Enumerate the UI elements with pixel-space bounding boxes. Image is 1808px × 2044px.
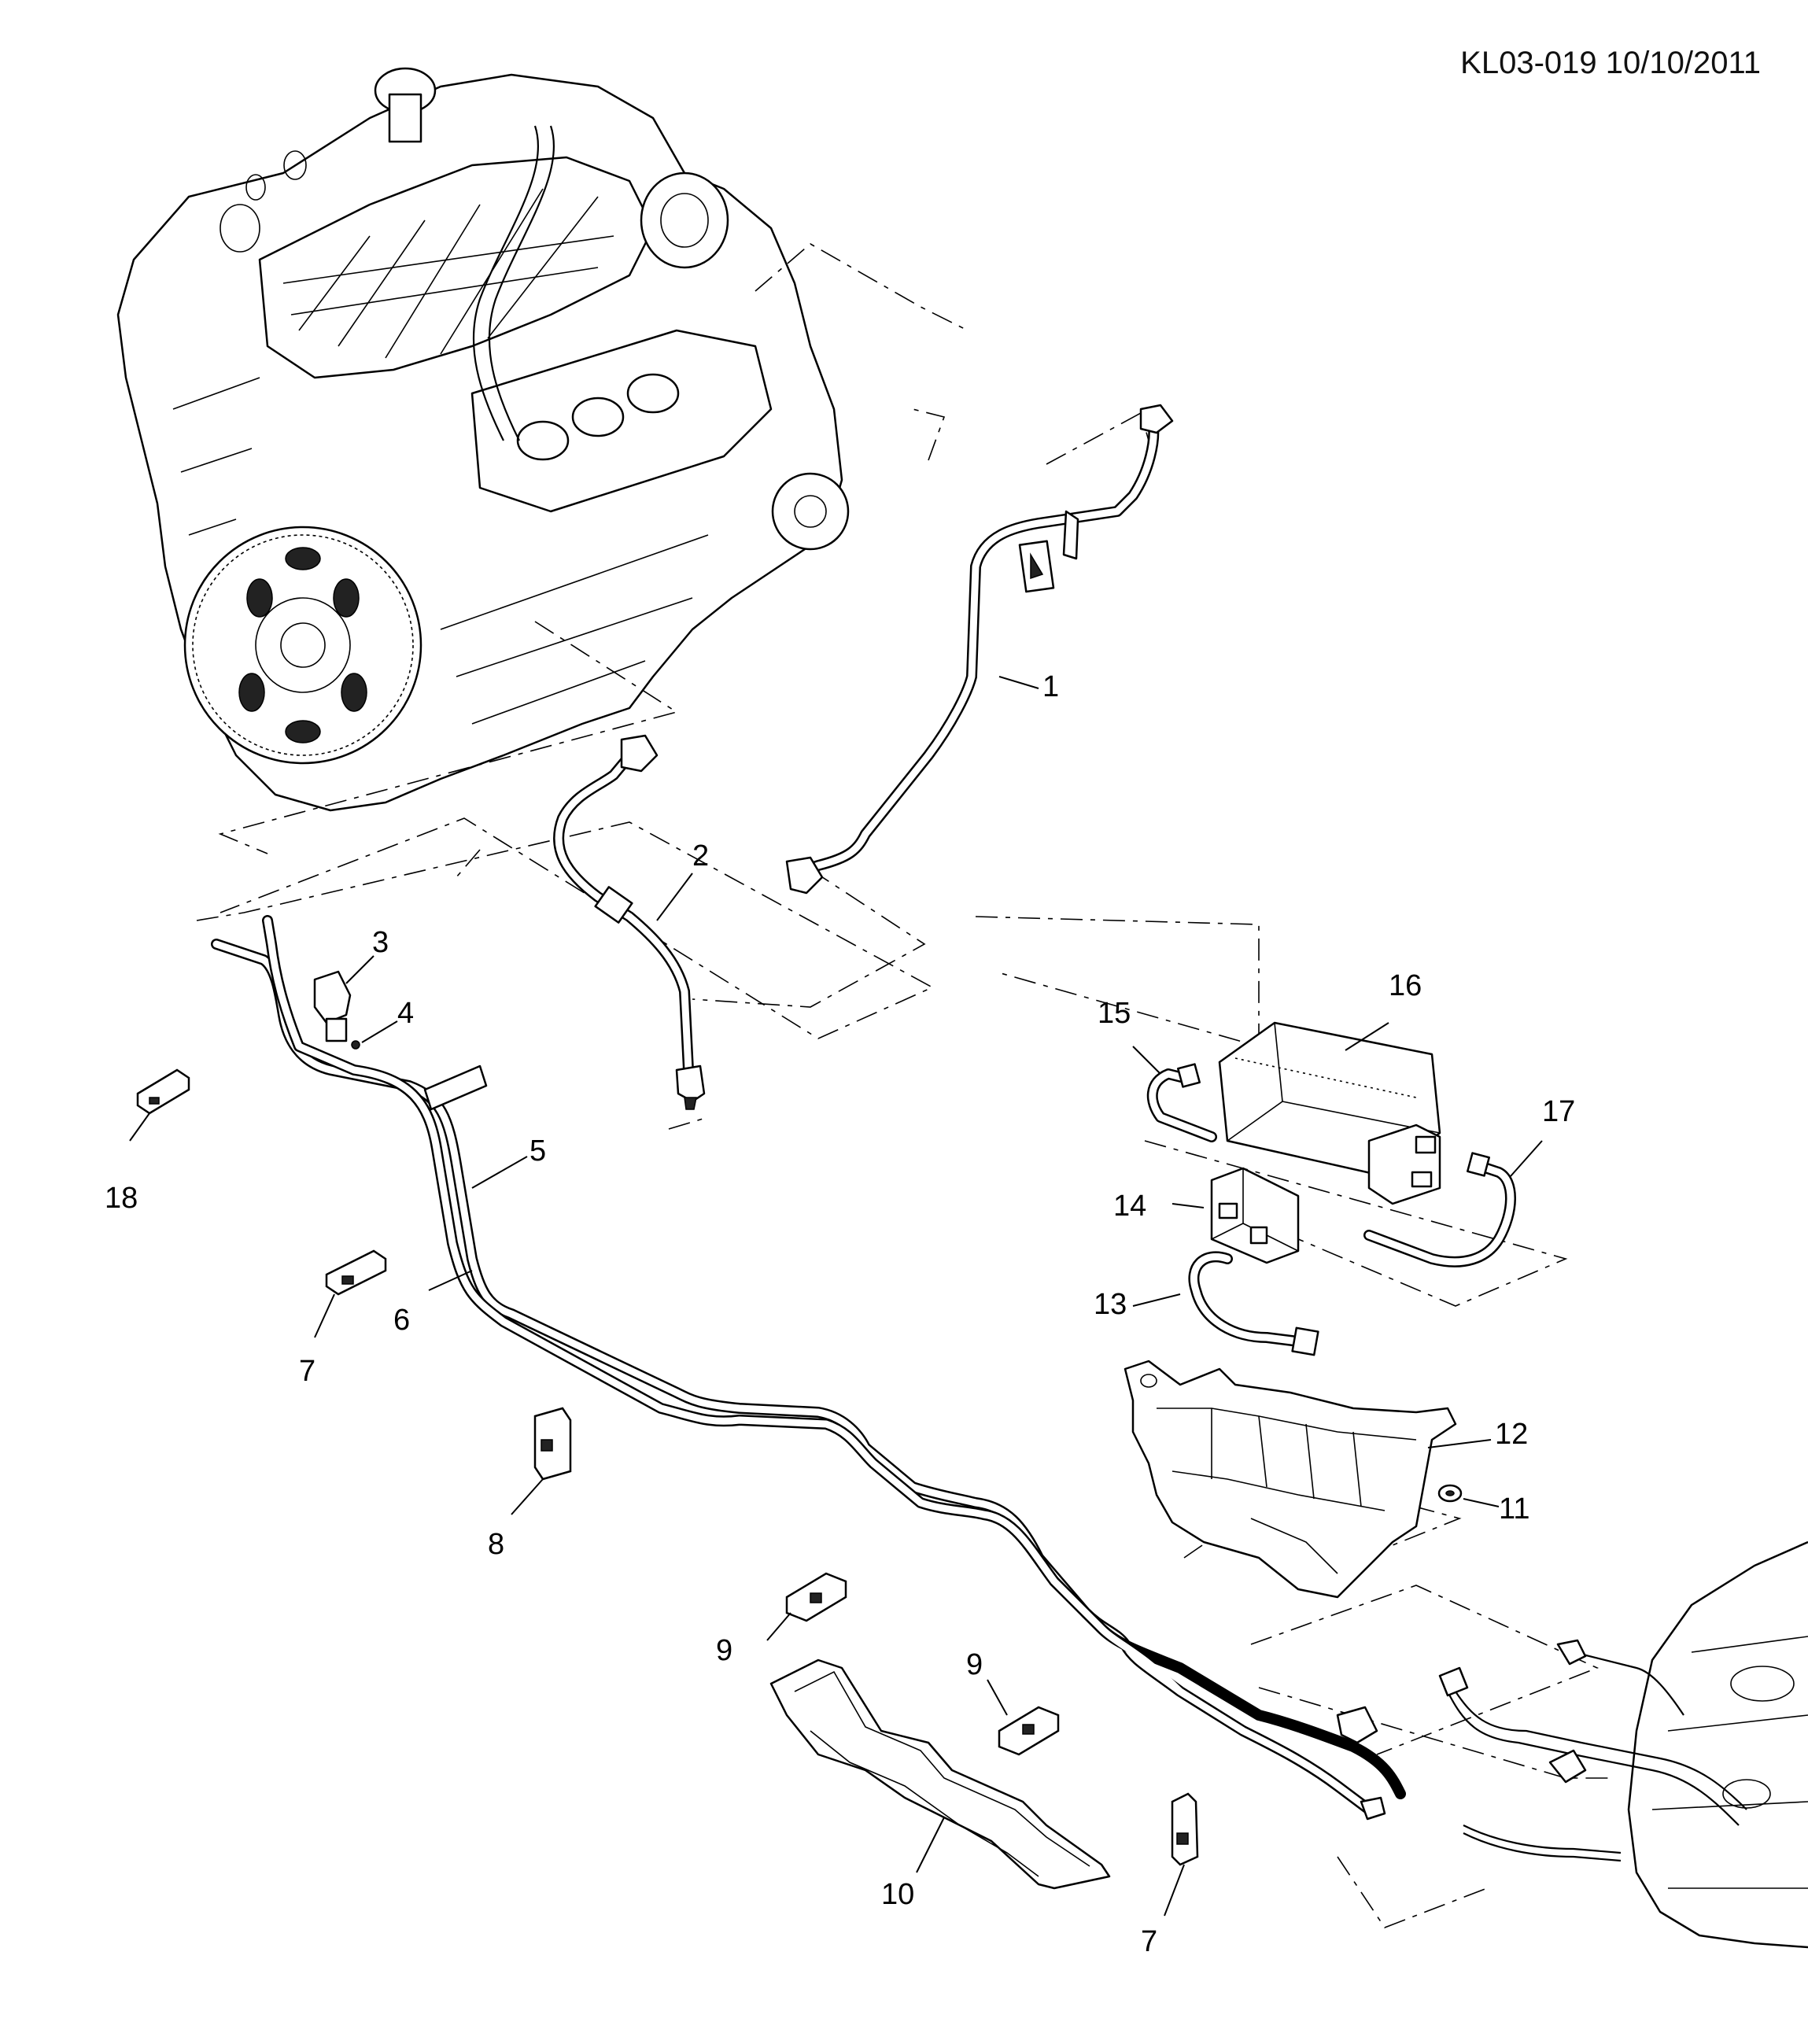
callout-15: 15 — [1098, 997, 1131, 1030]
part-10-heat-shield: 10 — [769, 1658, 1111, 1911]
callout-17: 17 — [1542, 1095, 1575, 1128]
part-1-evap-purge-tube: 1 — [785, 404, 1174, 895]
callout-8: 8 — [488, 1528, 504, 1561]
part-15-hose: 15 — [1098, 997, 1217, 1142]
callout-5: 5 — [529, 1135, 546, 1168]
callout-6: 6 — [393, 1304, 410, 1337]
part-5-6-main-lines: 5 6 — [211, 915, 1406, 1821]
callout-7b: 7 — [1141, 1925, 1157, 1958]
part-13-hose: 13 — [1094, 1251, 1319, 1356]
document-id-date: KL03-019 10/10/2011 — [1460, 46, 1761, 80]
callout-3: 3 — [372, 926, 389, 959]
part-17-hose: 17 — [1363, 1095, 1575, 1267]
callout-12: 12 — [1495, 1418, 1528, 1451]
part-2-fuel-feed-hose: 2 — [553, 734, 709, 1110]
part-18-clip: 18 — [105, 1068, 190, 1215]
callout-14: 14 — [1113, 1190, 1146, 1223]
part-3-pressure-sensor: 3 — [313, 926, 389, 1042]
callout-11: 11 — [1499, 1492, 1529, 1526]
part-16-evap-canister: 16 — [1218, 969, 1441, 1205]
callout-16: 16 — [1389, 969, 1422, 1002]
part-14-vent-valve: 14 — [1113, 1167, 1300, 1264]
callout-7a: 7 — [299, 1355, 315, 1388]
part-4-o-ring-seal: 4 — [351, 997, 414, 1050]
part-8-clip: 8 — [488, 1407, 572, 1561]
callout-9a: 9 — [716, 1634, 732, 1667]
part-7-clip-upper: 7 — [299, 1249, 387, 1388]
callout-1: 1 — [1042, 670, 1059, 703]
part-9-clip-left: 9 — [716, 1572, 847, 1667]
part-11-fastener: 11 — [1437, 1484, 1529, 1526]
fuel-tank-partial — [1438, 1540, 1808, 1949]
part-9-clip-right: 9 — [966, 1648, 1060, 1756]
part-12-canister-bracket: 12 — [1124, 1360, 1528, 1599]
callout-4: 4 — [397, 997, 414, 1030]
callout-9b: 9 — [966, 1648, 983, 1681]
callout-2: 2 — [692, 839, 709, 873]
callout-10: 10 — [881, 1878, 914, 1911]
part-7-clip-lower: 7 — [1141, 1792, 1199, 1958]
callout-18: 18 — [105, 1182, 138, 1215]
callout-13: 13 — [1094, 1288, 1127, 1321]
engine-assembly — [116, 67, 850, 812]
